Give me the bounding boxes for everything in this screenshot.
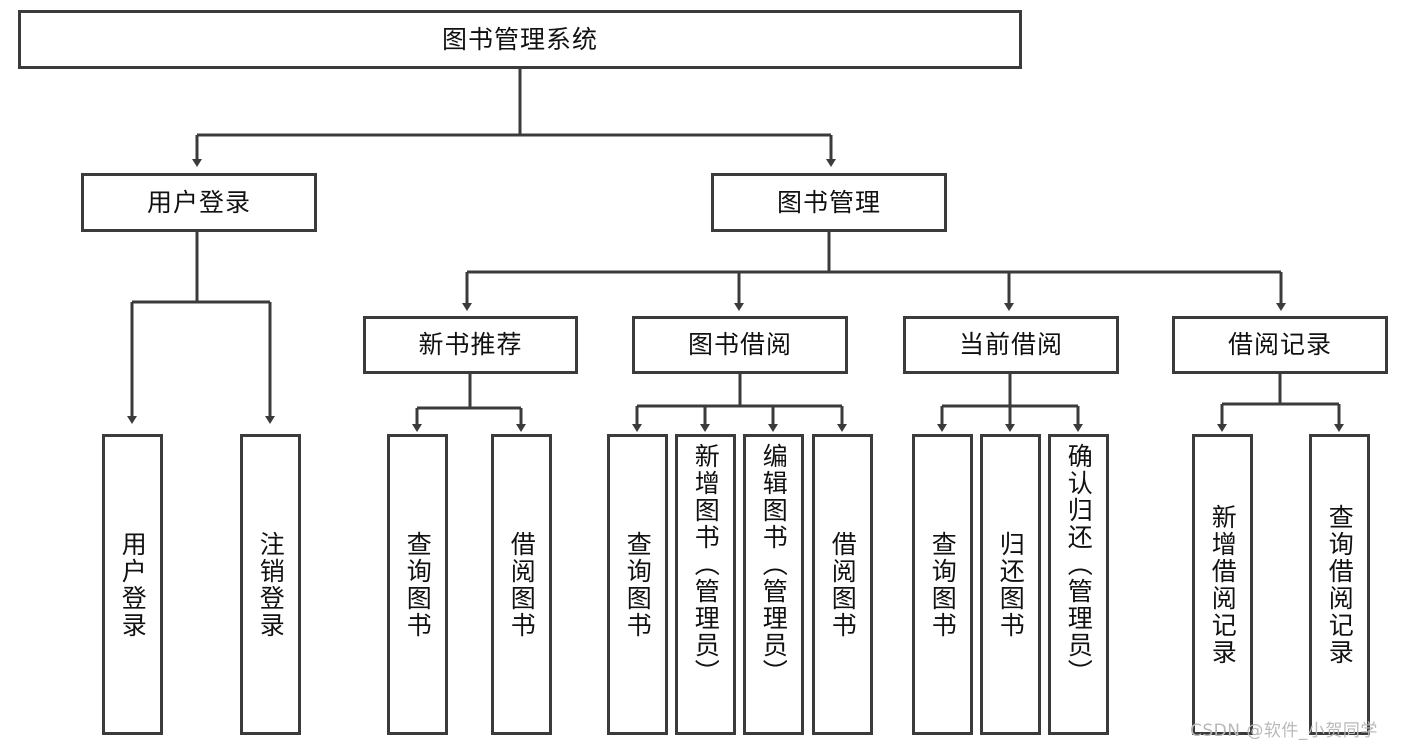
leaf-label: 用户登录	[118, 530, 148, 639]
leaf-logout[interactable]: 注销登录	[240, 434, 301, 735]
node-user-login[interactable]: 用户登录	[81, 173, 317, 232]
leaf-add-borrow-record[interactable]: 新增借阅记录	[1192, 434, 1253, 735]
leaf-label: 借阅图书	[507, 530, 537, 639]
node-book-borrow[interactable]: 图书借阅	[632, 316, 848, 374]
leaf-query-borrow-record[interactable]: 查询借阅记录	[1309, 434, 1370, 735]
csdn-watermark: CSDN @软件_小贺同学	[1190, 721, 1378, 741]
leaf-user-login[interactable]: 用户登录	[102, 434, 163, 735]
leaf-label: 编辑图书（管理员）	[759, 443, 789, 686]
leaf-label: 查询图书	[403, 530, 433, 639]
leaf-label: 借阅图书	[828, 530, 858, 639]
leaf-label: 查询图书	[928, 530, 958, 639]
leaf-label: 注销登录	[256, 530, 286, 639]
node-label: 当前借阅	[958, 330, 1063, 360]
node-label: 图书管理	[776, 187, 881, 217]
leaf-label: 新增借阅记录	[1208, 503, 1238, 666]
node-root-book-management-system[interactable]: 图书管理系统	[18, 10, 1022, 69]
node-borrow-record[interactable]: 借阅记录	[1172, 316, 1388, 374]
leaf-query-book-recommend[interactable]: 查询图书	[387, 434, 448, 735]
node-label: 新书推荐	[418, 330, 523, 360]
node-label: 图书管理系统	[441, 24, 598, 54]
leaf-borrow-book-recommend[interactable]: 借阅图书	[491, 434, 552, 735]
leaf-confirm-return-admin[interactable]: 确认归还（管理员）	[1048, 434, 1109, 735]
node-new-book-recommend[interactable]: 新书推荐	[363, 316, 578, 374]
node-label: 借阅记录	[1227, 330, 1332, 360]
node-book-management[interactable]: 图书管理	[711, 173, 947, 232]
leaf-label: 查询图书	[623, 530, 653, 639]
node-label: 图书借阅	[687, 330, 792, 360]
leaf-add-book-admin[interactable]: 新增图书（管理员）	[675, 434, 736, 735]
leaf-edit-book-admin[interactable]: 编辑图书（管理员）	[743, 434, 804, 735]
leaf-borrow-book[interactable]: 借阅图书	[812, 434, 873, 735]
node-current-borrow[interactable]: 当前借阅	[903, 316, 1119, 374]
leaf-label: 归还图书	[996, 530, 1026, 639]
node-label: 用户登录	[146, 187, 251, 217]
leaf-query-book-borrow[interactable]: 查询图书	[607, 434, 668, 735]
leaf-return-book[interactable]: 归还图书	[980, 434, 1041, 735]
leaf-label: 新增图书（管理员）	[691, 443, 721, 686]
leaf-label: 确认归还（管理员）	[1064, 443, 1094, 686]
leaf-label: 查询借阅记录	[1325, 503, 1355, 666]
leaf-query-book-current[interactable]: 查询图书	[912, 434, 973, 735]
